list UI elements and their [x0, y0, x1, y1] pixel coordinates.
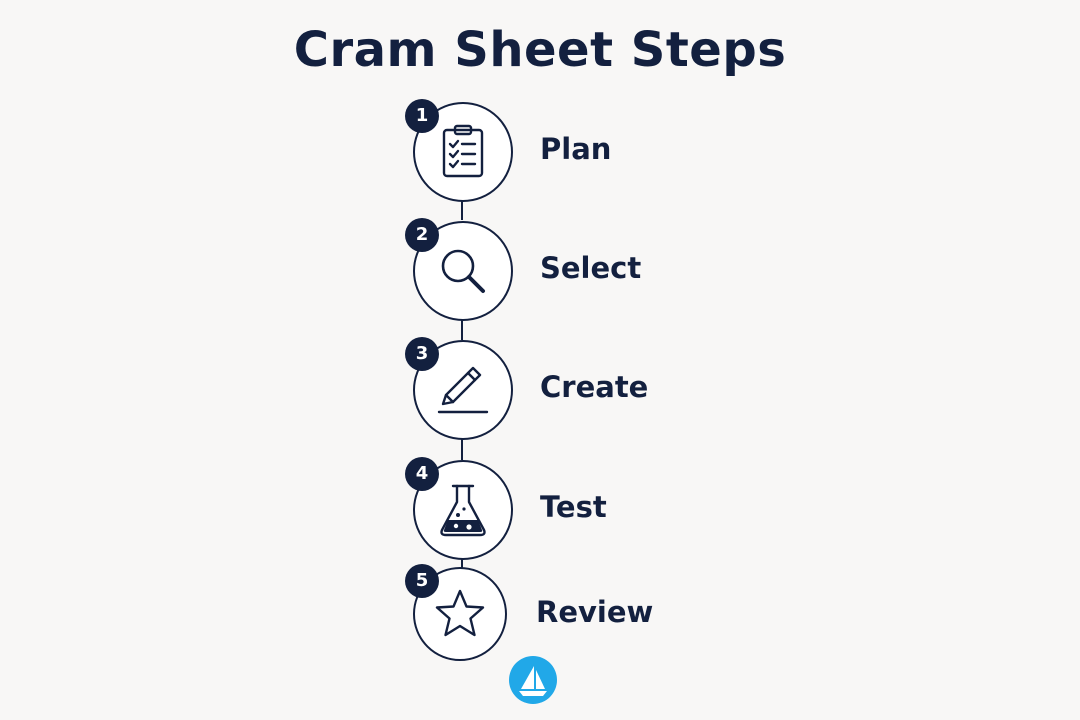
step-label: Plan [540, 132, 612, 166]
step-label: Create [540, 370, 649, 404]
step-number-badge: 4 [405, 457, 439, 491]
magnifying-glass-icon [441, 249, 485, 293]
flask-icon [440, 484, 486, 537]
step-number-badge: 5 [405, 564, 439, 598]
step-label: Review [536, 595, 654, 629]
step-number-badge: 2 [405, 218, 439, 252]
connector-line [461, 437, 463, 460]
step-review: 5 Review [0, 564, 1080, 667]
step-test: 4 Test [0, 457, 1080, 560]
step-number-badge: 3 [405, 337, 439, 371]
step-label: Select [540, 251, 642, 285]
step-number-badge: 1 [405, 99, 439, 133]
connector-line [461, 318, 463, 340]
step-plan: 1 Plan [0, 99, 1080, 202]
connector-line [461, 198, 463, 220]
pencil-icon [437, 366, 489, 414]
clipboard-checklist-icon [442, 124, 484, 178]
step-select: 2 Select [0, 218, 1080, 321]
sailboat-logo-icon [509, 656, 557, 704]
step-create: 3 Create [0, 337, 1080, 440]
connector-line [461, 556, 463, 570]
page-title: Cram Sheet Steps [293, 22, 787, 78]
step-label: Test [540, 490, 607, 524]
star-icon [435, 589, 485, 637]
